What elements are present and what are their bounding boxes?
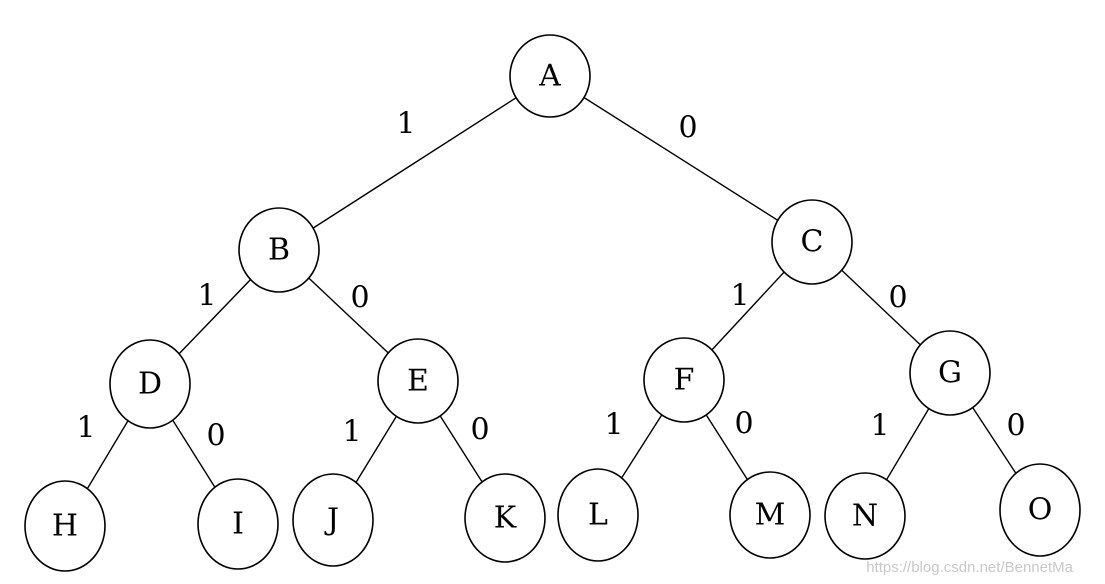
- edge-label-C-F: 1: [730, 279, 749, 314]
- edge-label-D-H: 1: [76, 411, 95, 446]
- node-circle-D: [109, 339, 191, 429]
- node-L: L: [557, 468, 639, 562]
- edge-label-F-M: 0: [734, 407, 753, 442]
- node-circle-I: [197, 478, 279, 570]
- edge-label-C-G: 0: [888, 281, 907, 316]
- node-label-I: I: [232, 507, 244, 542]
- node-label-L: L: [588, 498, 608, 533]
- node-label-E: E: [407, 364, 429, 399]
- node-circle-N: [824, 472, 906, 560]
- node-C: C: [771, 199, 853, 285]
- edge-label-G-N: 1: [870, 409, 889, 444]
- edge-label-B-E: 0: [350, 281, 369, 316]
- node-label-D: D: [138, 367, 162, 402]
- node-circle-M: [729, 471, 811, 559]
- node-N: N: [824, 472, 906, 560]
- node-circle-A: [509, 34, 591, 118]
- node-E: E: [377, 338, 459, 424]
- node-F: F: [643, 337, 725, 423]
- node-label-O: O: [1028, 493, 1053, 528]
- node-circle-O: [999, 463, 1081, 557]
- node-label-F: F: [674, 363, 695, 398]
- node-circle-K: [464, 473, 546, 563]
- node-B: B: [238, 207, 320, 293]
- node-circle-L: [557, 468, 639, 562]
- node-label-G: G: [938, 356, 962, 391]
- edge-A-B: [278, 75, 551, 251]
- node-label-N: N: [852, 499, 878, 534]
- edge-label-A-B: 1: [396, 107, 415, 142]
- node-A: A: [509, 34, 591, 118]
- node-circle-E: [377, 338, 459, 424]
- node-circle-C: [771, 199, 853, 285]
- node-circle-B: [238, 207, 320, 293]
- edge-label-A-C: 0: [678, 111, 697, 146]
- node-K: K: [464, 473, 546, 563]
- node-circle-J: [292, 473, 374, 567]
- node-circle-F: [643, 337, 725, 423]
- node-circle-G: [909, 330, 991, 416]
- edge-label-D-I: 0: [206, 419, 225, 454]
- node-label-B: B: [268, 233, 290, 268]
- node-label-A: A: [538, 59, 561, 94]
- node-label-M: M: [755, 498, 786, 533]
- node-G: G: [909, 330, 991, 416]
- node-circle-H: [24, 480, 106, 572]
- edge-A-C: [549, 75, 813, 243]
- nodes-layer: A B C D E F G H I J K L M N O: [24, 34, 1081, 572]
- edge-label-F-L: 1: [604, 408, 623, 443]
- node-M: M: [729, 471, 811, 559]
- edge-label-E-J: 1: [342, 415, 361, 450]
- node-label-J: J: [324, 503, 339, 538]
- edge-label-G-O: 0: [1006, 409, 1025, 444]
- node-label-H: H: [52, 509, 78, 544]
- edge-labels-layer: 1 0 1 0 1 0 1 0 1 0 1 0 1 0: [76, 107, 1025, 454]
- node-label-C: C: [801, 225, 824, 260]
- edge-label-E-K: 0: [470, 413, 489, 448]
- watermark: https://blog.csdn.net/BennetMa: [866, 559, 1073, 576]
- node-O: O: [999, 463, 1081, 557]
- node-D: D: [109, 339, 191, 429]
- node-label-K: K: [494, 501, 517, 536]
- node-J: J: [292, 473, 374, 567]
- node-I: I: [197, 478, 279, 570]
- edge-label-B-D: 1: [197, 279, 216, 314]
- node-H: H: [24, 480, 106, 572]
